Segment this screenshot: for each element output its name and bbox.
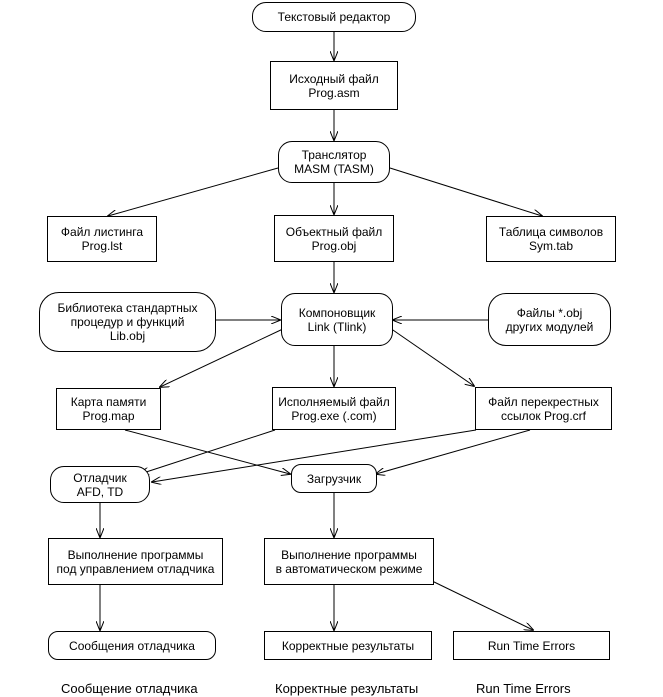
node-label-line: Sym.tab <box>528 239 573 253</box>
node-label-line: Файл перекрестных <box>488 394 599 409</box>
node-label-line: Отладчик <box>73 470 127 485</box>
node-label-line: Prog.exe (.com) <box>291 408 377 423</box>
node-label-line: под управлением отладчика <box>56 561 215 576</box>
node-label-line: Компоновщик <box>298 305 376 320</box>
node-label-line: Таблица символов <box>498 225 604 239</box>
node-label-line: Транслятор <box>301 148 367 162</box>
node-label-line: Файл листинга <box>60 225 144 239</box>
node-label-line: Исполняемый файл <box>278 394 390 409</box>
node-label-line: Файлы *.obj <box>516 305 583 320</box>
node-label-line: процедур и функций <box>70 315 185 329</box>
node-label-line: Исходный файл <box>289 71 379 86</box>
node-runtime-errors: Run Time Errors <box>453 631 610 660</box>
node-loader: Загрузчик <box>291 464 377 493</box>
caption-correct-results: Корректные результаты <box>275 681 419 696</box>
arrow-autorun-to-errors <box>429 579 533 630</box>
node-label-line: Объектный файл <box>285 224 383 239</box>
arrow-exe-to-debugger <box>140 429 276 474</box>
node-label-line: Карта памяти <box>70 395 147 409</box>
node-label-line: Prog.obj <box>311 238 357 253</box>
node-label-line: Prog.asm <box>308 85 360 100</box>
arrow-crf-to-debugger <box>152 429 477 482</box>
arrow-translator-to-listing <box>108 167 279 216</box>
node-label-line: Run Time Errors <box>487 638 576 653</box>
arrow-crf-to-loader <box>376 429 531 474</box>
node-label-line: Prog.map <box>82 409 135 423</box>
arrow-linker-to-crf <box>389 327 474 386</box>
node-label-line: других модулей <box>505 319 594 334</box>
node-label-line: Текстовый редактор <box>277 10 391 24</box>
node-label-line: Выполнение программы <box>281 547 417 562</box>
node-label-line: в автоматическом режиме <box>275 561 423 576</box>
arrow-linker-to-map <box>160 327 286 387</box>
caption-debugger-messages: Сообщение отладчика <box>61 681 198 696</box>
node-debug-messages: Сообщения отладчика <box>48 631 216 660</box>
node-label-line: Сообщения отладчика <box>69 638 195 653</box>
node-correct-results: Корректные результаты <box>264 631 432 660</box>
node-label-line: Link (Tlink) <box>307 319 367 334</box>
node-label-line: Библиотека стандартных <box>57 301 198 315</box>
node-label-line: Загрузчик <box>306 471 362 486</box>
node-label-line: Выполнение программы <box>67 547 204 562</box>
node-label-line: Prog.lst <box>81 239 123 253</box>
node-label-line: Корректные результаты <box>281 638 415 653</box>
arrow-translator-to-symbols <box>389 167 542 216</box>
node-label-line: Lib.obj <box>109 329 146 343</box>
node-label-line: MASM (TASM) <box>294 162 374 176</box>
caption-runtime-errors: Run Time Errors <box>476 681 571 696</box>
node-label-line: AFD, TD <box>76 484 124 499</box>
node-text-editor: Текстовый редактор <box>252 2 416 32</box>
node-label-line: ссылок Prog.crf <box>500 408 587 423</box>
